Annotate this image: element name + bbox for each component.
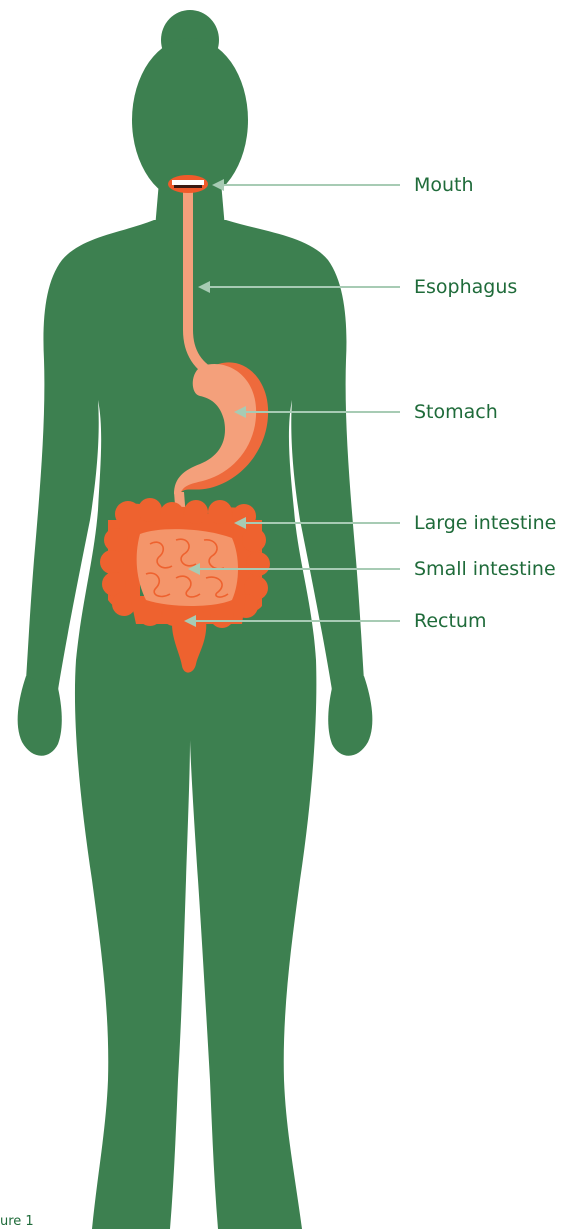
label-small-intestine: Small intestine [414,558,556,580]
label-rectum: Rectum [414,610,486,632]
label-mouth: Mouth [414,174,474,196]
mouth-organ [168,175,208,193]
label-large-intestine: Large intestine [414,512,556,534]
label-esophagus: Esophagus [414,276,517,298]
figure-caption: ure 1 [0,1214,34,1229]
label-stomach: Stomach [414,401,498,423]
small-intestine-organ [137,529,238,606]
